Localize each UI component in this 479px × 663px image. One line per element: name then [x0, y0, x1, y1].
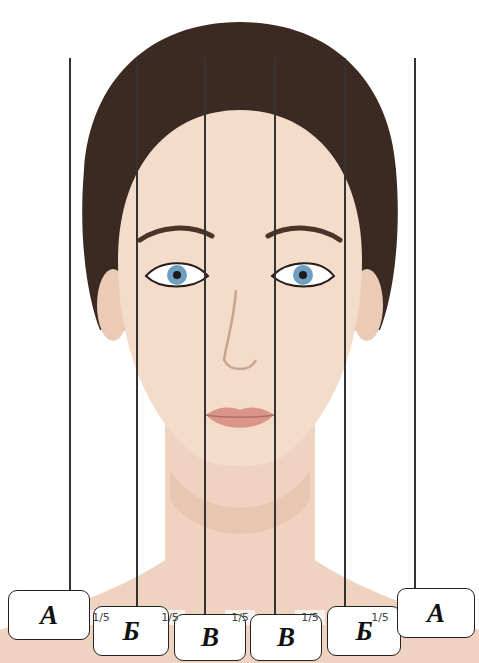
zone-letter: Б: [122, 618, 139, 645]
eye: [272, 263, 334, 286]
zone-letter: А: [427, 600, 445, 627]
letter-box: Б: [327, 606, 401, 656]
guide-line: [204, 58, 206, 620]
letter-box: А: [8, 590, 90, 640]
guide-line: [344, 58, 346, 612]
proportion-lines: [70, 58, 415, 620]
guide-line: [274, 58, 276, 620]
iris: [293, 265, 313, 285]
neck-shadow: [170, 470, 310, 534]
zone-letter: Б: [355, 618, 372, 645]
fraction-label: 1/5: [371, 611, 389, 624]
pupil: [299, 271, 307, 279]
hair-front: [110, 40, 370, 200]
eye: [146, 263, 208, 286]
lips: [206, 408, 274, 428]
zone-letter: В: [201, 624, 219, 651]
letter-box: А: [397, 588, 475, 638]
guide-line: [136, 58, 138, 612]
guide-line: [69, 58, 71, 600]
guide-line: [414, 58, 416, 600]
eyebrow: [268, 228, 340, 240]
eyebrow: [140, 228, 212, 240]
face: [118, 110, 362, 466]
fraction-label: 1/5: [161, 611, 179, 624]
fraction-label: 1/5: [92, 611, 110, 624]
fraction-label: 1/5: [231, 611, 249, 624]
nose: [224, 290, 256, 369]
fraction-label: 1/5: [301, 611, 319, 624]
iris: [167, 265, 187, 285]
pupil: [173, 271, 181, 279]
lip-line: [206, 415, 274, 417]
zone-letter: В: [277, 624, 295, 651]
zone-letter: А: [40, 602, 58, 629]
